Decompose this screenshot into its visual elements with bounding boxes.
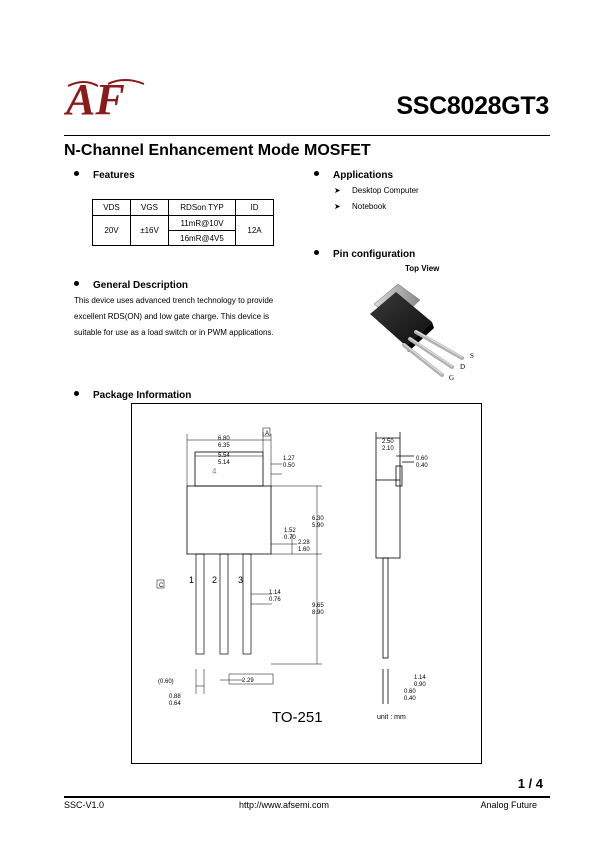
package-drawing: 4 1 2 3 [131,403,482,764]
table-header: VDS [92,199,131,216]
pin-label-g: G [449,374,454,382]
arrow-bullet-icon: ➤ [334,186,341,195]
bullet-icon [74,281,79,286]
page-title: N-Channel Enhancement Mode MOSFET [64,142,371,159]
svg-text:0.50: 0.50 [283,463,295,469]
bullet-icon [74,391,79,396]
svg-text:0.60: 0.60 [404,689,416,695]
svg-text:(0.60): (0.60) [158,679,174,685]
pin-label-d: D [460,363,465,371]
package-name: TO-251 [272,709,323,726]
arrow-bullet-icon: ➤ [334,202,341,211]
header-divider [64,135,550,136]
list-item: ➤Notebook [334,199,419,215]
unit-label: unit : mm [377,714,406,721]
tab-number: 4 [212,467,217,476]
pin-number-3: 3 [238,575,243,585]
svg-text:6.35: 6.35 [218,443,230,449]
svg-text:0.60: 0.60 [416,456,428,462]
table-cell-vgs: ±16V [130,215,169,246]
footer-company: Analog Future [480,800,537,810]
bullet-icon [314,250,319,255]
applications-heading: Applications [314,170,393,181]
table-header: RDSon TYP [168,199,236,216]
table-header: VGS [130,199,169,216]
table-cell-vds: 20V [92,215,131,246]
list-item: ➤Desktop Computer [334,183,419,199]
company-logo: AF [63,75,148,124]
datum-a-label: A [265,431,269,437]
svg-text:0.40: 0.40 [404,696,416,702]
svg-text:0.76: 0.76 [269,597,281,603]
table-cell-rdson: 11mR@10V [168,215,236,231]
svg-text:5.54: 5.54 [218,453,230,459]
footer-version: SSC-V1.0 [64,800,105,810]
part-number: SSC8028GT3 [396,92,549,120]
top-view-label: Top View [405,264,440,273]
package-photo: S D G [360,278,488,386]
applications-list: ➤Desktop Computer ➤Notebook [334,183,419,215]
svg-text:9.65: 9.65 [312,603,324,609]
general-description-text: This device uses advanced trench technol… [74,296,274,337]
features-table: VDS VGS RDSon TYP ID 20V ±16V 11mR@10V 1… [92,199,274,246]
svg-text:5.14: 5.14 [218,460,230,466]
svg-text:5.90: 5.90 [312,523,324,529]
package-information-heading: Package Information [74,390,191,401]
table-cell-rdson: 16mR@4V5 [168,230,236,246]
svg-text:8.90: 8.90 [312,610,324,616]
features-heading: Features [74,170,135,181]
svg-text:6.80: 6.80 [218,436,230,442]
pitch-box [228,673,274,685]
pin-label-s: S [470,352,474,360]
svg-text:1.27: 1.27 [283,456,295,462]
svg-text:1.60: 1.60 [298,547,310,553]
page-number: 1 / 4 [517,776,543,791]
table-cell-id: 12A [235,215,274,246]
pin-number-1: 1 [189,575,194,585]
svg-text:0.70: 0.70 [284,535,296,541]
svg-text:2.28: 2.28 [298,540,310,546]
svg-text:0.40: 0.40 [416,463,428,469]
bullet-icon [314,171,319,176]
svg-text:2.50: 2.50 [382,439,394,445]
svg-text:2.10: 2.10 [382,446,394,452]
pin-configuration-heading: Pin configuration [314,249,415,260]
general-description-heading: General Description [74,280,188,291]
svg-text:0.90: 0.90 [414,682,426,688]
svg-text:1.14: 1.14 [269,590,281,596]
table-header: ID [235,199,274,216]
pitch-label: 2.29 [242,678,254,684]
svg-text:1.52: 1.52 [284,528,296,534]
svg-text:0.64: 0.64 [169,701,181,707]
svg-text:1.14: 1.14 [414,675,426,681]
datum-c-label: C [159,583,164,589]
bullet-icon [74,171,79,176]
footer-divider [64,796,550,798]
svg-text:6.30: 6.30 [312,516,324,522]
pin-number-2: 2 [212,575,217,585]
footer-url[interactable]: http://www.afsemi.com [239,800,330,810]
svg-text:0.88: 0.88 [169,694,181,700]
